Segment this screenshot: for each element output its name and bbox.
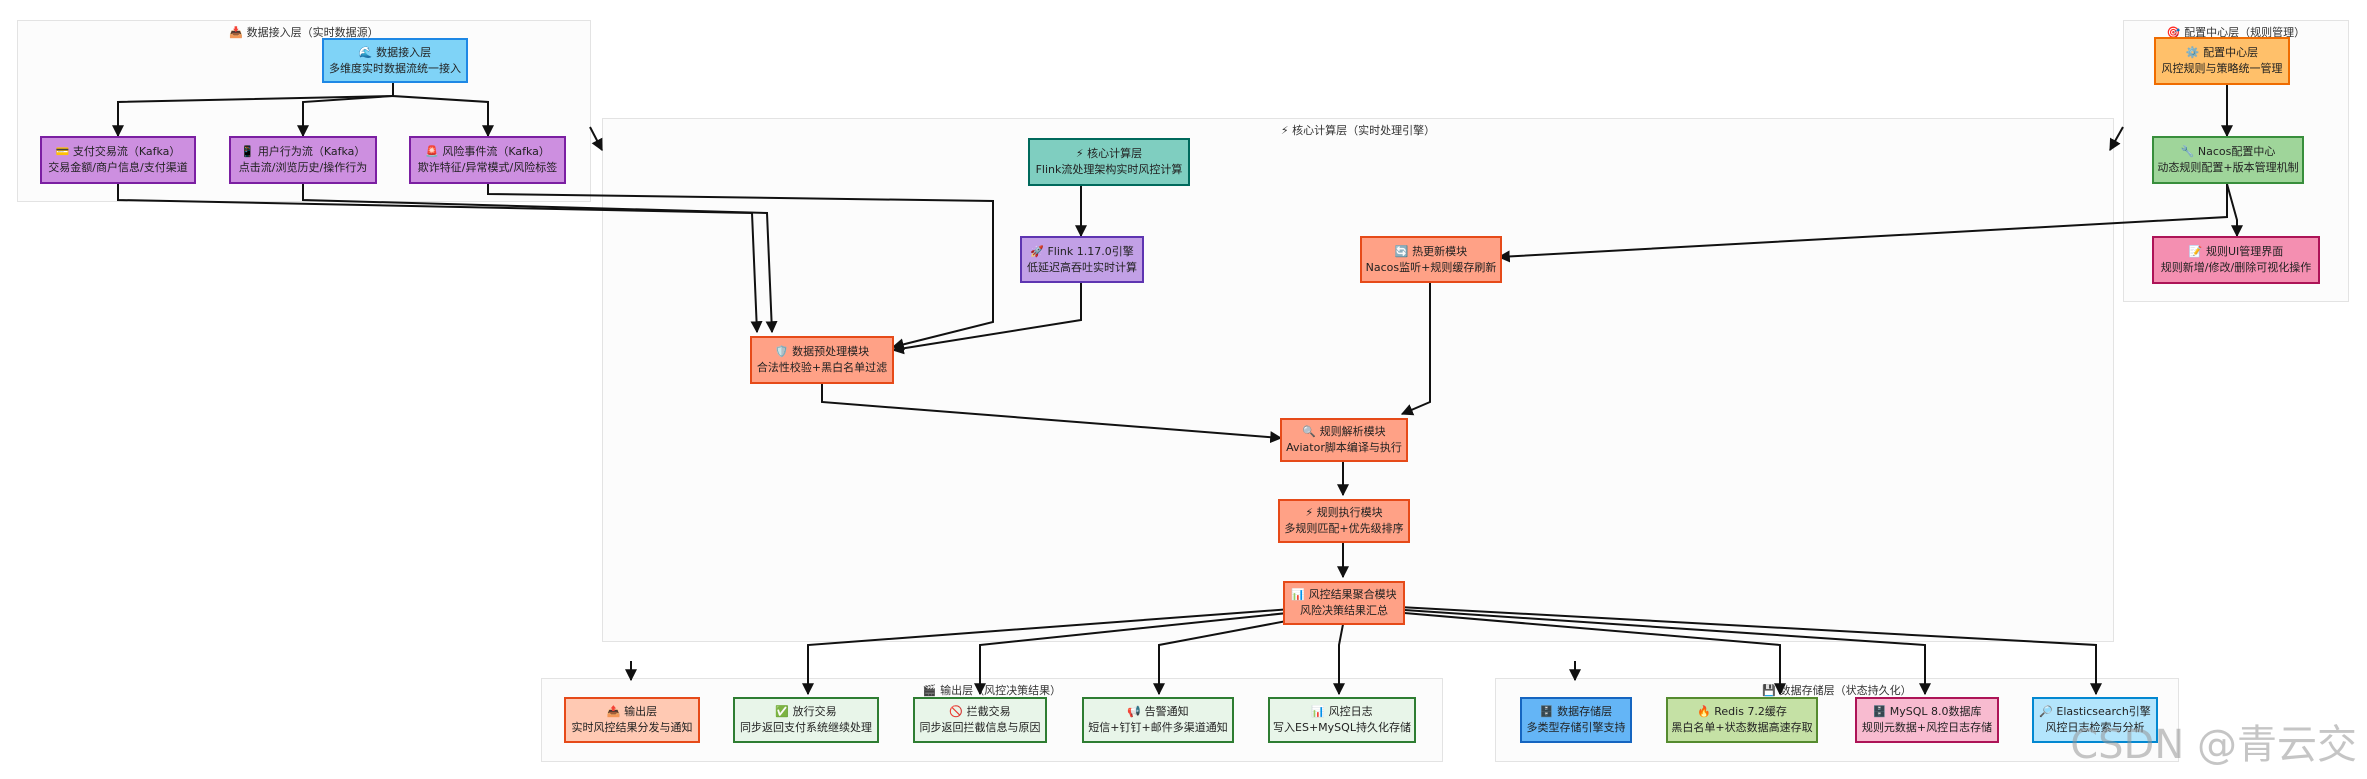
node-pass-tx-desc: 同步返回支付系统继续处理 <box>740 721 872 734</box>
edge-agg-log <box>1333 613 1346 696</box>
node-flink-engine-desc: 低延迟高吞吐实时计算 <box>1027 260 1137 274</box>
node-risk-stream-title: 🚨 风险事件流（Kafka） <box>425 145 550 159</box>
node-behavior-stream-desc: 点击流/浏览历史/操作行为 <box>238 161 368 174</box>
node-alert-title: 📢 告警通知 <box>1127 705 1189 719</box>
node-rule-ui-title: 📝 规则UI管理界面 <box>2188 245 2284 259</box>
node-flink-engine-title: 🚀 Flink 1.17.0引擎 <box>1030 244 1134 258</box>
node-block-tx-title: 🚫 拦截交易 <box>949 705 1011 719</box>
node-block-tx[interactable]: 🚫 拦截交易 同步返回拦截信息与原因 <box>913 697 1047 743</box>
group-compute-title: ⚡ 核心计算层（实时处理引擎） <box>1280 124 1436 137</box>
node-risk-stream[interactable]: 🚨 风险事件流（Kafka） 欺诈特征/异常模式/风险标签 <box>409 136 566 184</box>
node-compute-head[interactable]: ⚡ 核心计算层 Flink流处理架构实时风控计算 <box>1028 138 1190 186</box>
node-aggregate[interactable]: 📊 风控结果聚合模块 风险决策结果汇总 <box>1283 581 1405 625</box>
edge-config-compute-hint <box>2109 126 2124 152</box>
node-nacos-center[interactable]: 🔧 Nacos配置中心 动态规则配置+版本管理机制 <box>2152 136 2304 184</box>
node-alert-desc: 短信+钉钉+邮件多渠道通知 <box>1088 721 1228 734</box>
node-redis[interactable]: 🔥 Redis 7.2缓存 黑白名单+状态数据高速存取 <box>1666 697 1818 743</box>
node-rule-parse-title: 🔍 规则解析模块 <box>1302 425 1386 439</box>
node-hot-update-desc: Nacos监听+规则缓存刷新 <box>1365 260 1497 274</box>
node-flink-engine[interactable]: 🚀 Flink 1.17.0引擎 低延迟高吞吐实时计算 <box>1020 236 1144 283</box>
node-rule-ui[interactable]: 📝 规则UI管理界面 规则新增/修改/删除可视化操作 <box>2152 236 2320 284</box>
node-behavior-stream[interactable]: 📱 用户行为流（Kafka） 点击流/浏览历史/操作行为 <box>229 136 377 184</box>
node-output-head[interactable]: 📤 输出层 实时风控结果分发与通知 <box>564 697 700 743</box>
node-preprocess-desc: 合法性校验+黑白名单过滤 <box>756 361 888 374</box>
node-compute-head-desc: Flink流处理架构实时风控计算 <box>1035 163 1183 176</box>
edge-ingest-compute-hint <box>589 126 603 152</box>
node-storage-head[interactable]: 🗄️ 数据存储层 多类型存储引擎支持 <box>1520 697 1632 743</box>
node-ingest-head-desc: 多维度实时数据流统一接入 <box>329 61 461 75</box>
group-config-title: 🎯 配置中心层（规则管理） <box>2166 26 2306 39</box>
edge-nacos-ui <box>2226 183 2243 238</box>
node-storage-head-title: 🗄️ 数据存储层 <box>1539 705 1613 719</box>
edge-agg-pass <box>802 604 1346 696</box>
edge-agg-es <box>1344 603 2102 696</box>
edge-agg-redis <box>1344 607 1786 696</box>
node-rule-exec-title: ⚡ 规则执行模块 <box>1305 506 1383 520</box>
node-risk-log-desc: 写入ES+MySQL持久化存储 <box>1273 721 1411 734</box>
node-es[interactable]: 🔎 Elasticsearch引擎 风控日志检索与分析 <box>2032 697 2158 743</box>
edge-risk-preprocess <box>487 184 994 351</box>
node-compute-head-title: ⚡ 核心计算层 <box>1075 147 1143 161</box>
edge-flink-preprocess <box>891 283 1082 355</box>
node-output-head-desc: 实时风控结果分发与通知 <box>571 721 693 734</box>
node-nacos-center-title: 🔧 Nacos配置中心 <box>2180 145 2276 159</box>
node-preprocess-title: 🛡️ 数据预处理模块 <box>774 345 870 359</box>
node-config-head-desc: 风控规则与策略统一管理 <box>2161 62 2283 75</box>
node-pass-tx[interactable]: ✅ 放行交易 同步返回支付系统继续处理 <box>733 697 879 743</box>
node-redis-title: 🔥 Redis 7.2缓存 <box>1697 705 1787 719</box>
edge-pay-preprocess <box>117 184 763 334</box>
group-output-title: 🎬 输出层（风控决策结果） <box>922 684 1062 697</box>
node-config-head[interactable]: ⚙️ 配置中心层 风控规则与策略统一管理 <box>2154 37 2290 85</box>
node-rule-ui-desc: 规则新增/修改/删除可视化操作 <box>2160 261 2312 274</box>
node-preprocess[interactable]: 🛡️ 数据预处理模块 合法性校验+黑白名单过滤 <box>750 336 894 384</box>
node-risk-log-title: 📊 风控日志 <box>1311 705 1373 719</box>
edge-ingest-risk <box>392 79 494 138</box>
node-pay-stream[interactable]: 💳 支付交易流（Kafka） 交易金额/商户信息/支付渠道 <box>40 136 196 184</box>
node-storage-head-desc: 多类型存储引擎支持 <box>1526 721 1626 734</box>
edge-behavior-preprocess <box>302 184 778 334</box>
node-config-head-title: ⚙️ 配置中心层 <box>2185 46 2259 60</box>
node-rule-exec-desc: 多规则匹配+优先级排序 <box>1284 522 1404 535</box>
node-mysql-desc: 规则元数据+风控日志存储 <box>1861 721 1993 734</box>
node-behavior-stream-title: 📱 用户行为流（Kafka） <box>240 145 366 159</box>
node-es-title: 🔎 Elasticsearch引擎 <box>2039 705 2151 719</box>
node-hot-update-title: 🔄 热更新模块 <box>1394 244 1468 258</box>
node-mysql-title: 🗄️ MySQL 8.0数据库 <box>1872 705 1982 719</box>
group-storage-title: 💾 数据存储层（状态持久化） <box>1762 684 1912 697</box>
node-alert[interactable]: 📢 告警通知 短信+钉钉+邮件多渠道通知 <box>1082 697 1234 743</box>
edge-nacos-hot <box>1497 184 2228 263</box>
node-output-head-title: 📤 输出层 <box>606 705 658 719</box>
node-es-desc: 风控日志检索与分析 <box>2045 721 2145 734</box>
edge-ingest-behavior <box>297 79 394 138</box>
node-rule-parse[interactable]: 🔍 规则解析模块 Aviator脚本编译与执行 <box>1280 418 1408 462</box>
node-rule-exec[interactable]: ⚡ 规则执行模块 多规则匹配+优先级排序 <box>1278 499 1410 543</box>
group-ingest-title: 📥 数据接入层（实时数据源） <box>229 26 379 39</box>
edge-agg-mysql <box>1344 605 1931 696</box>
edge-hot-parse <box>1400 283 1431 416</box>
node-nacos-center-desc: 动态规则配置+版本管理机制 <box>2157 161 2299 174</box>
node-pay-stream-desc: 交易金额/商户信息/支付渠道 <box>48 161 188 174</box>
edge-ingest-pay <box>112 79 394 138</box>
watermark: CSDN @青云交 <box>2070 722 2357 768</box>
node-ingest-head-title: 🌊 数据接入层 <box>358 45 432 59</box>
node-block-tx-desc: 同步返回拦截信息与原因 <box>919 721 1041 734</box>
node-redis-desc: 黑白名单+状态数据高速存取 <box>1671 721 1813 734</box>
node-aggregate-title: 📊 风控结果聚合模块 <box>1291 588 1397 602</box>
node-pay-stream-title: 💳 支付交易流（Kafka） <box>55 145 181 159</box>
node-aggregate-desc: 风险决策结果汇总 <box>1300 604 1388 617</box>
edge-agg-block <box>974 606 1346 696</box>
node-mysql[interactable]: 🗄️ MySQL 8.0数据库 规则元数据+风控日志存储 <box>1855 697 1999 743</box>
node-pass-tx-title: ✅ 放行交易 <box>775 705 837 719</box>
node-risk-stream-desc: 欺诈特征/异常模式/风险标签 <box>417 161 558 174</box>
node-rule-parse-desc: Aviator脚本编译与执行 <box>1286 441 1402 454</box>
node-risk-log[interactable]: 📊 风控日志 写入ES+MySQL持久化存储 <box>1268 697 1416 743</box>
node-ingest-head[interactable]: 🌊 数据接入层 多维度实时数据流统一接入 <box>322 38 468 83</box>
node-hot-update[interactable]: 🔄 热更新模块 Nacos监听+规则缓存刷新 <box>1360 236 1502 283</box>
edge-preprocess-parse <box>821 384 1283 444</box>
